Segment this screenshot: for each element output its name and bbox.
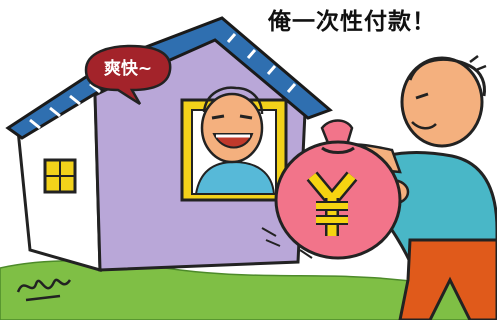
artist-signature xyxy=(16,278,72,302)
buyer-pants xyxy=(398,238,497,320)
seller-head xyxy=(200,92,264,164)
roof-stripes xyxy=(29,33,297,130)
speech-bubble-text: 爽快~ xyxy=(103,59,153,79)
yen-icon xyxy=(306,171,358,236)
caption-text: 俺一次性付款！ xyxy=(268,9,436,35)
motion-lines xyxy=(261,227,313,259)
house-roof xyxy=(5,16,333,140)
buyer-mouth xyxy=(411,121,437,130)
speech-bubble xyxy=(84,44,172,106)
